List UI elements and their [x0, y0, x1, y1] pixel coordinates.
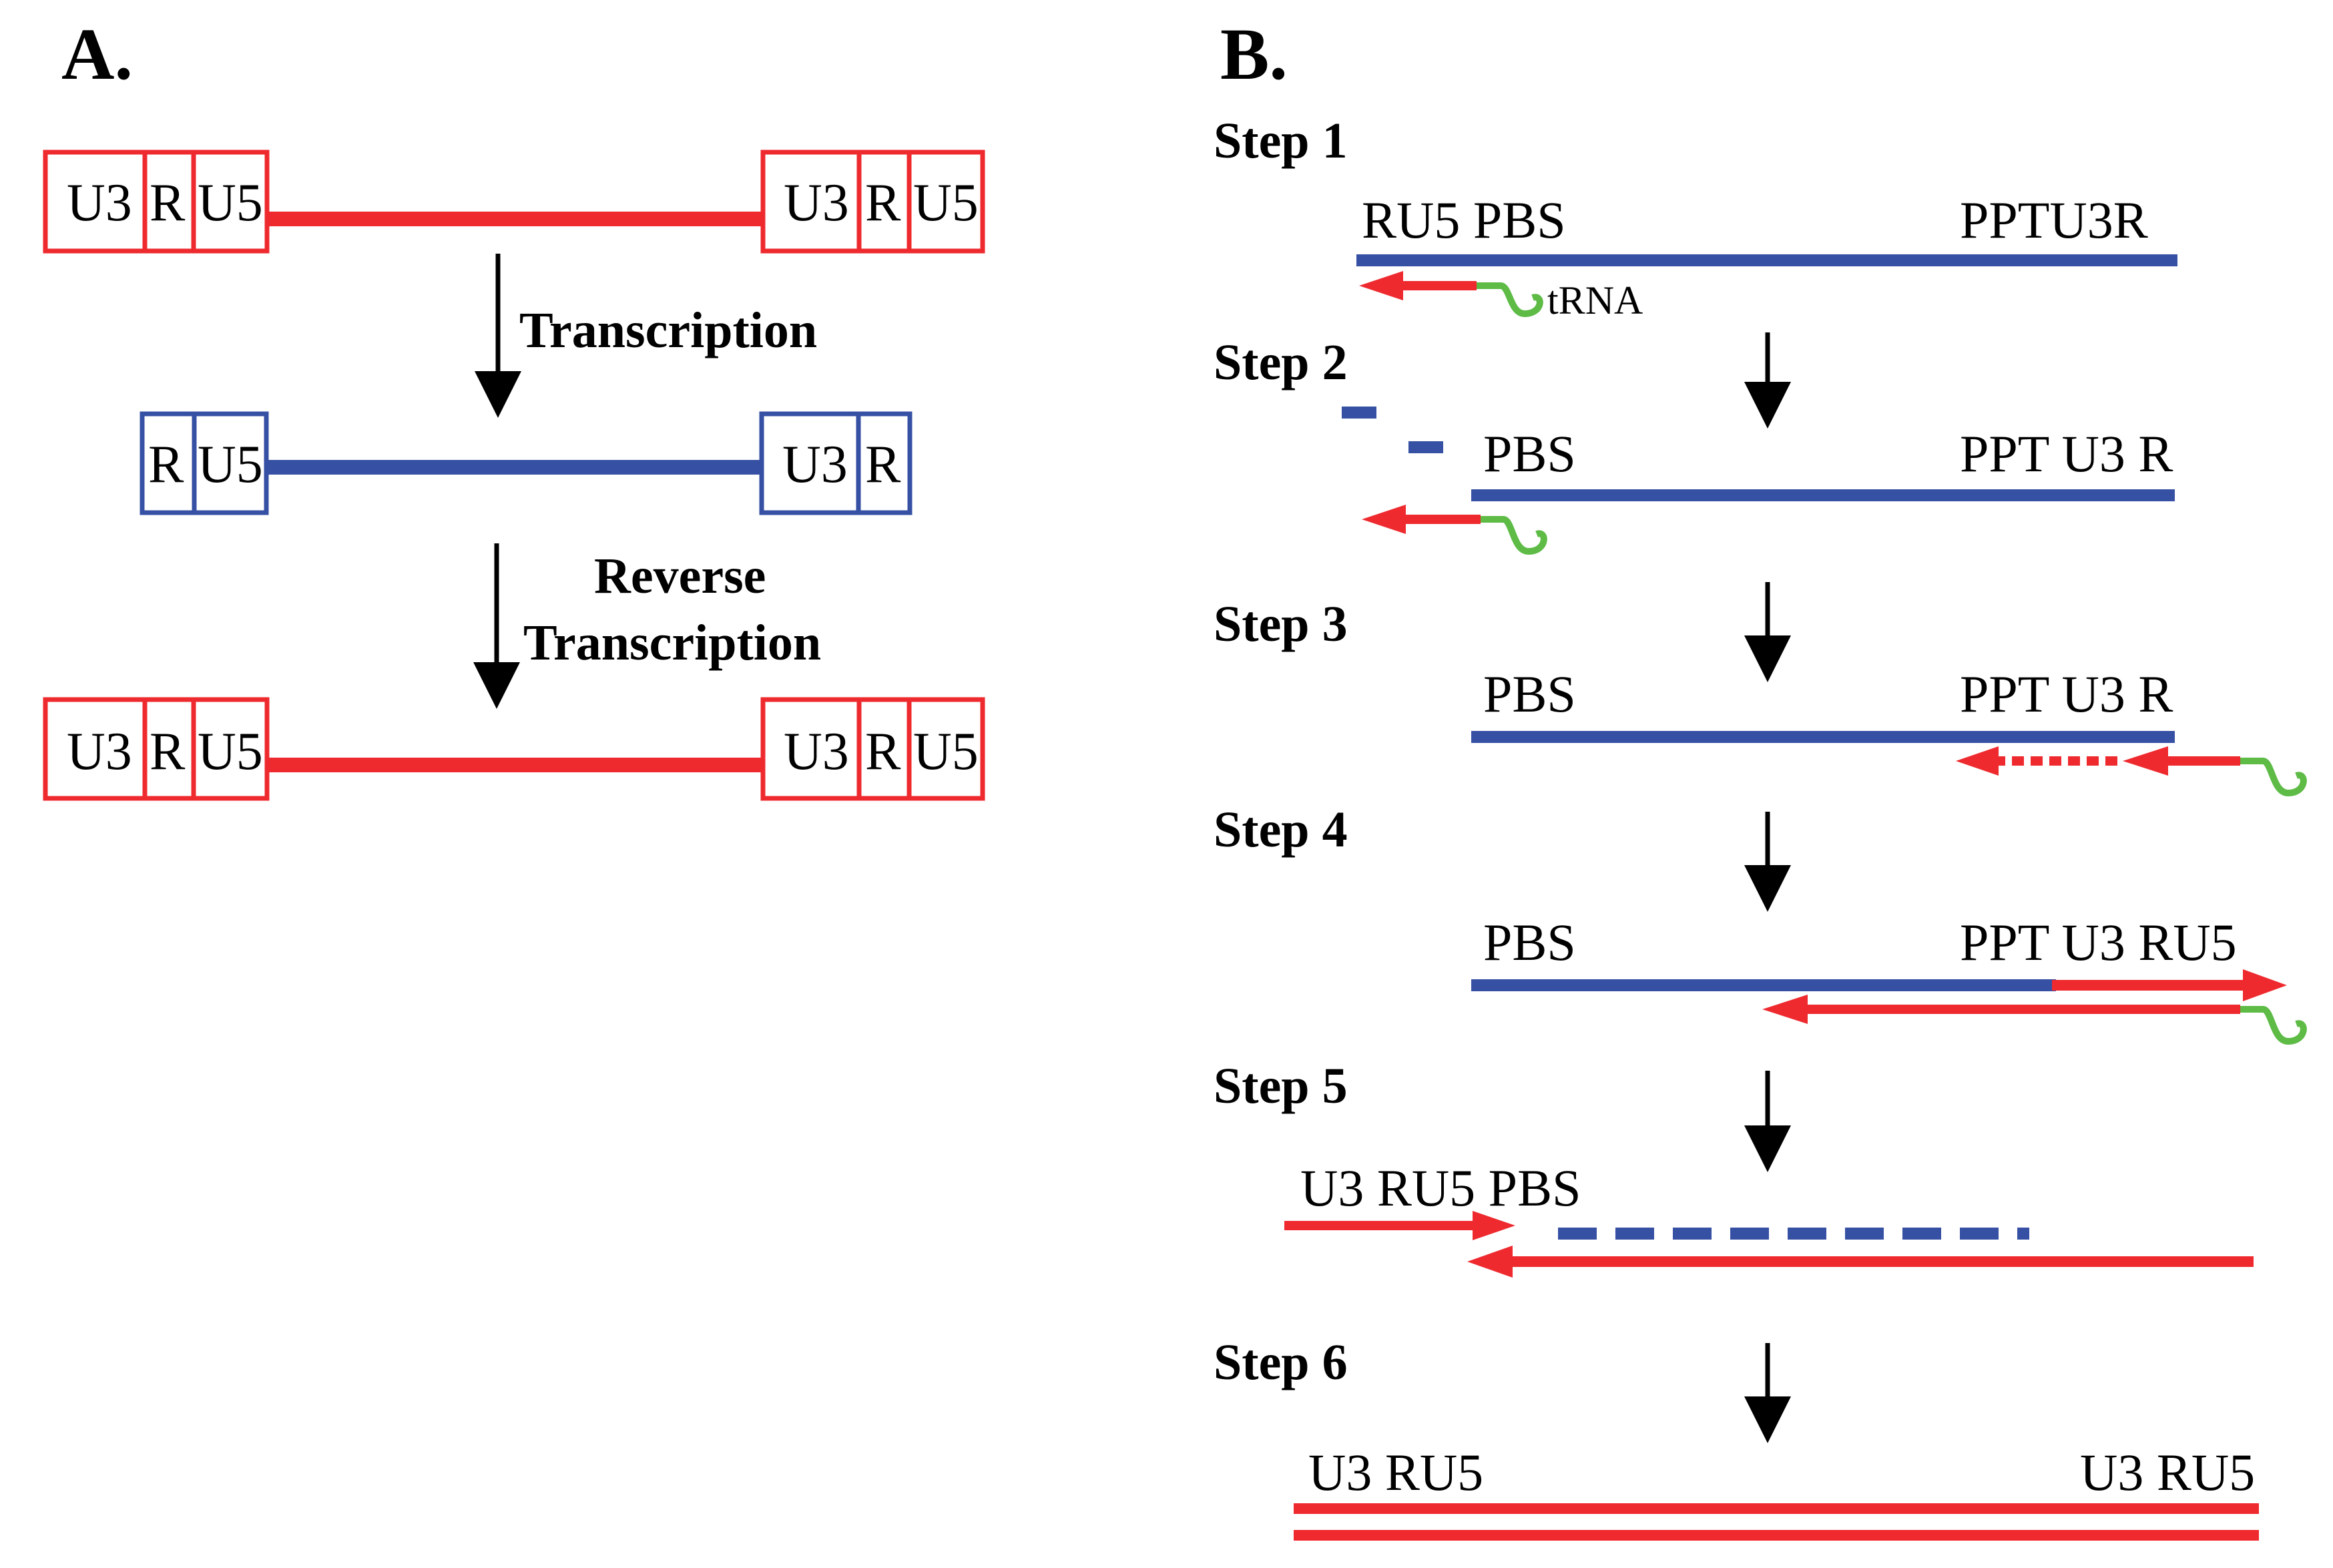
panel-b-label: B. [1220, 13, 1288, 95]
step-4-left-text: PBS [1483, 913, 1576, 971]
panel-a-viral-rna: R U5 U3 R [140, 411, 913, 515]
ltr-u5-label: U5 [913, 722, 979, 781]
step-3-label: Step 3 [1214, 596, 1348, 652]
ltr-r-label: R [150, 722, 186, 781]
ltr-u3-label: U3 [67, 174, 132, 232]
step-3-right-text: PPT U3 R [1960, 665, 2173, 723]
step-3-left-text: PBS [1483, 665, 1576, 723]
trna-label: tRNA [1547, 278, 1643, 322]
step-6-left-text: U3 RU5 [1308, 1443, 1483, 1501]
ltr-u3-label: U3 [67, 722, 132, 781]
step-2-minus-strand-arrow [1362, 505, 1481, 534]
reverse-transcription-label-line1: Reverse [594, 548, 766, 604]
step-2-right-text: PPT U3 R [1960, 425, 2173, 483]
trna-primer-icon [1477, 282, 1543, 318]
panel-a-label: A. [61, 13, 133, 95]
reverse-transcription-label-line2: Transcription [523, 615, 821, 671]
ltr-u3-label: U3 [782, 435, 848, 494]
step-4-plus-strand-arrow [2052, 969, 2287, 1001]
ltr-r-label: R [150, 174, 186, 232]
trna-primer-icon [1481, 516, 1547, 555]
ltr-r-label: R [865, 435, 901, 494]
trna-primer-icon [2240, 1006, 2307, 1045]
ltr-r-label: R [865, 722, 901, 781]
step-2-left-text: PBS [1483, 425, 1576, 483]
step-4-label: Step 4 [1214, 802, 1348, 858]
step-3-strand-transfer-arrow [1956, 746, 2121, 776]
transcription-label: Transcription [519, 302, 817, 358]
step-6-label: Step 6 [1214, 1334, 1348, 1390]
panel-a-proviral-dna-bottom: U3 R U5 U3 R U5 [43, 697, 985, 801]
ltr-u3-label: U3 [784, 722, 849, 781]
ltr-u5-label: U5 [198, 174, 263, 232]
step-5-label: Step 5 [1214, 1058, 1348, 1114]
step-1-left-text: RU5 PBS [1362, 191, 1566, 249]
panel-a-proviral-dna-top: U3 R U5 U3 R U5 [43, 150, 985, 254]
ltr-u5-label: U5 [198, 435, 263, 494]
step-1-minus-strand-arrow [1359, 271, 1477, 300]
ltr-r-label: R [865, 174, 901, 232]
ltr-r-label: R [148, 435, 184, 494]
ltr-u5-label: U5 [913, 174, 979, 232]
step-5-plus-strand-arrow [1284, 1211, 1515, 1240]
step-4-right-text: PPT U3 RU5 [1960, 913, 2237, 971]
step-2-label: Step 2 [1214, 334, 1348, 390]
trna-primer-icon [2240, 758, 2307, 797]
step-1-right-text: PPTU3R [1960, 191, 2148, 249]
step-5-left-text: U3 RU5 PBS [1300, 1159, 1581, 1217]
step-4-minus-strand-arrow [1762, 995, 2240, 1024]
step-5-minus-strand-arrow [1467, 1246, 2254, 1278]
ltr-u3-label: U3 [784, 174, 849, 232]
ltr-u5-label: U5 [198, 722, 263, 781]
step-1-label: Step 1 [1214, 113, 1348, 169]
step-6-right-text: U3 RU5 [2080, 1443, 2255, 1501]
step-3-minus-strand-arrow [2123, 746, 2240, 776]
